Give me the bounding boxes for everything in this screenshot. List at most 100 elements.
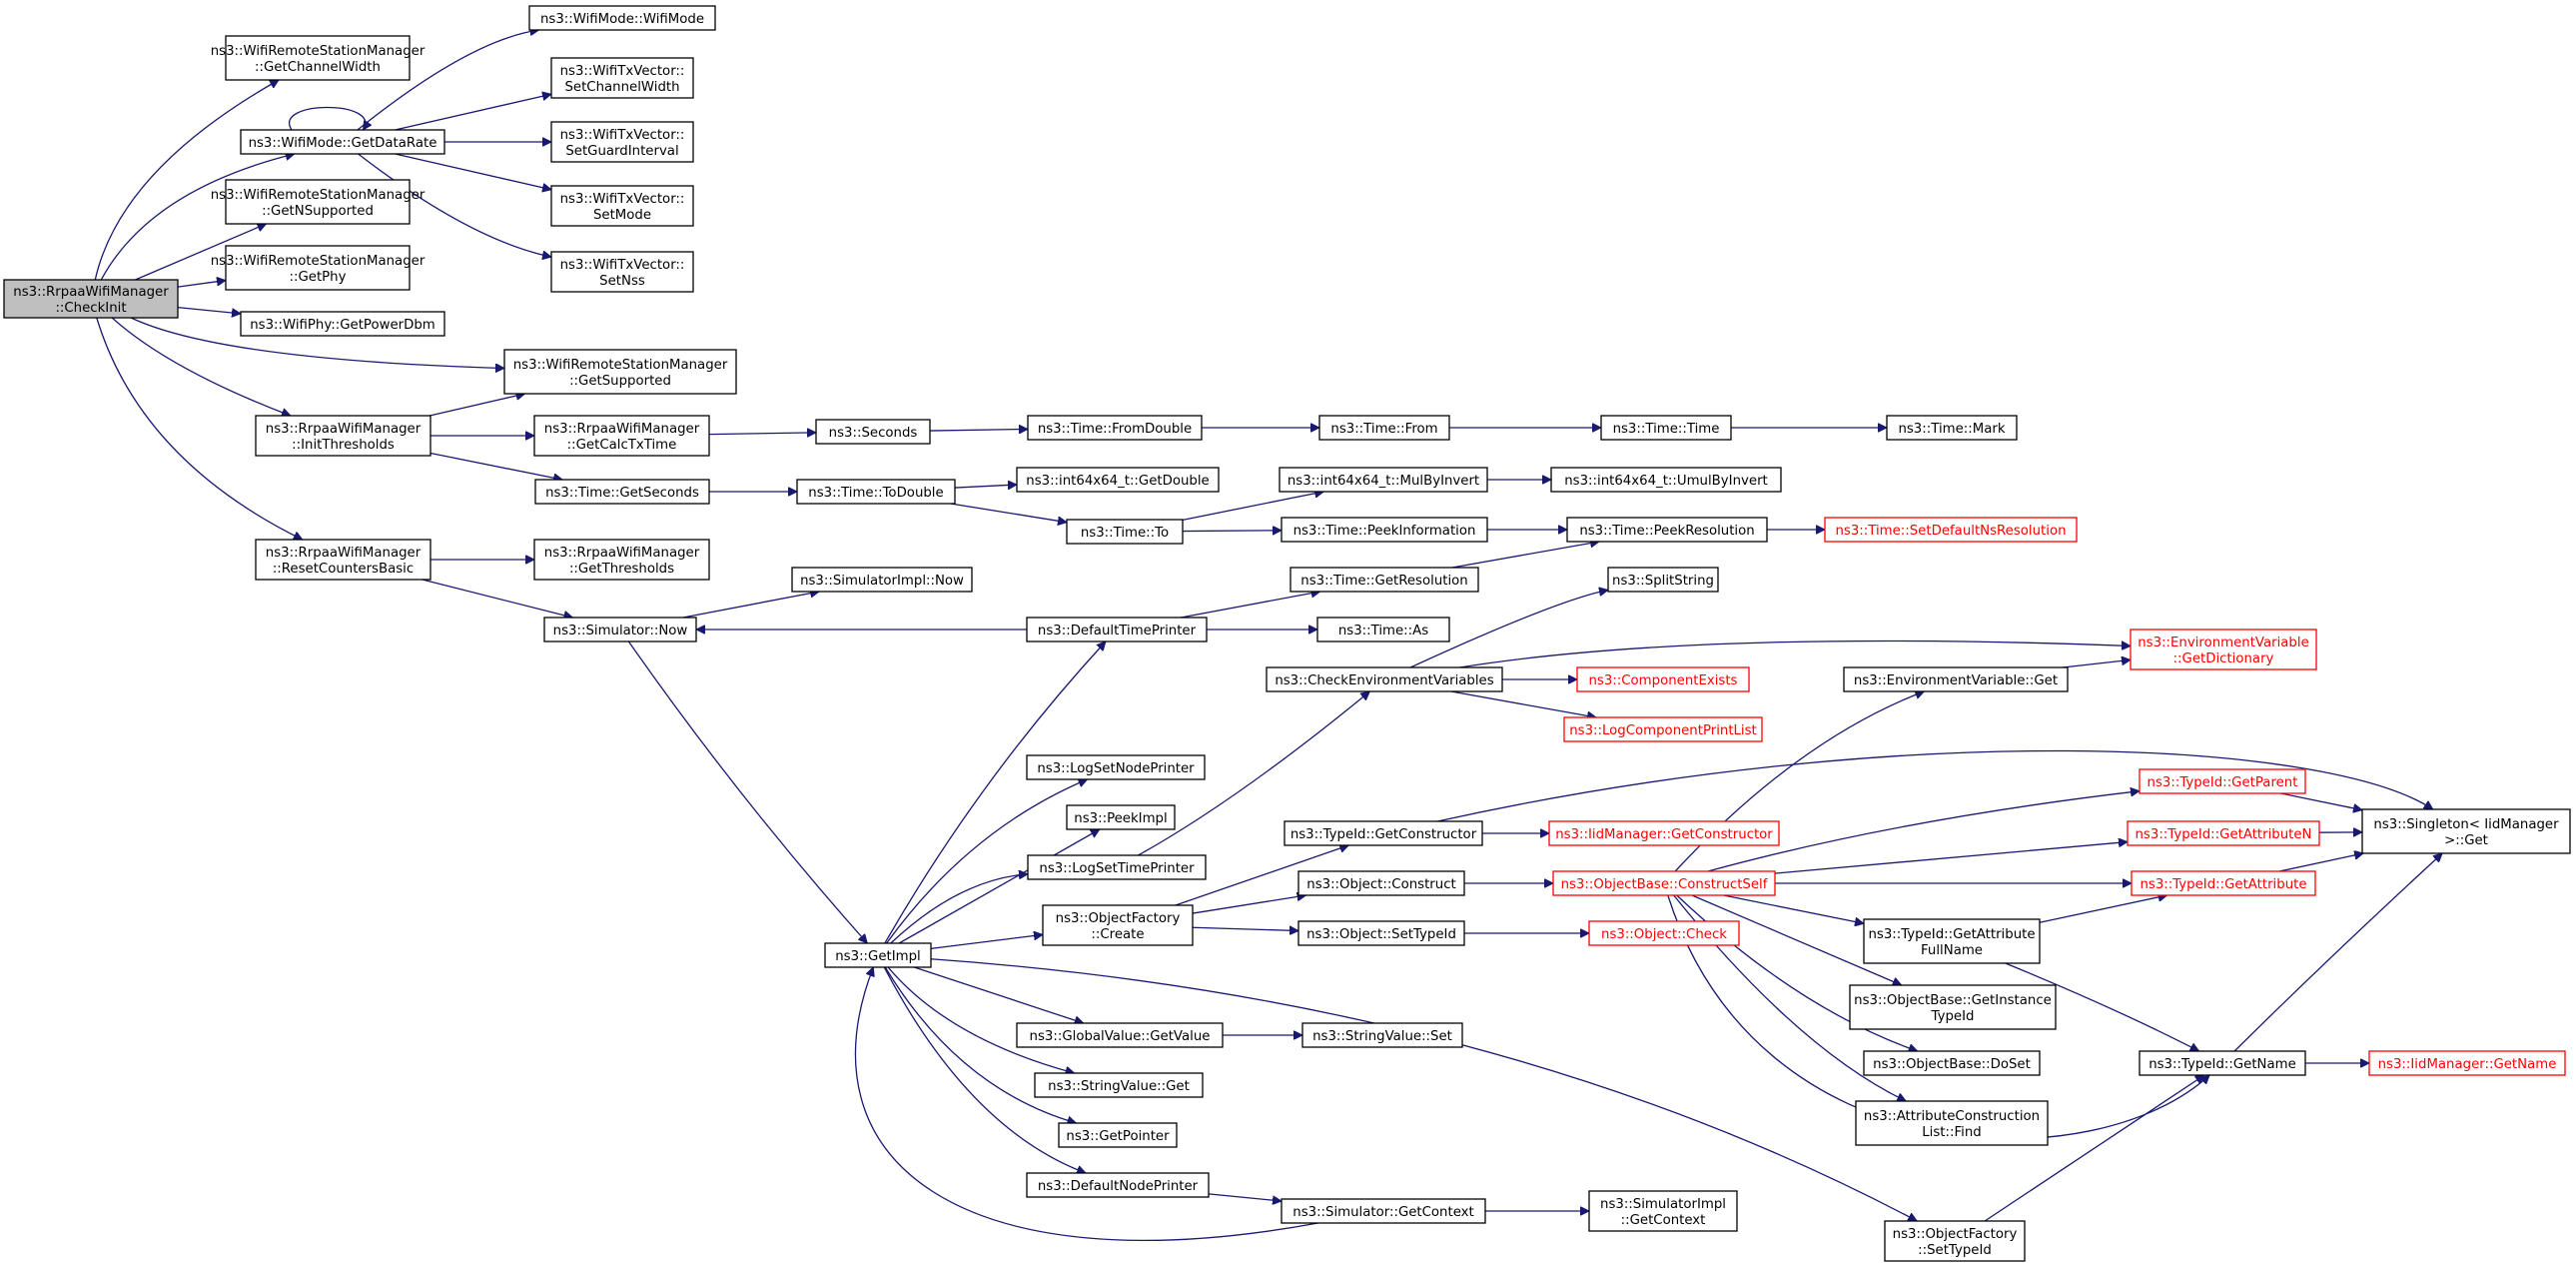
node-box xyxy=(3,279,179,319)
edge-n39-n57 xyxy=(1192,927,1298,930)
node-n23[interactable]: ns3::Time::To xyxy=(1066,519,1184,545)
node-n51[interactable]: ns3::EnvironmentVariable::GetDictionary xyxy=(2130,629,2317,670)
node-n50[interactable]: ns3::LogComponentPrintList xyxy=(1563,716,1763,742)
node-n12[interactable]: ns3::WifiTxVector::SetMode xyxy=(550,185,694,227)
node-n9[interactable]: ns3::WifiMode::WifiMode xyxy=(528,5,716,31)
node-n61[interactable]: ns3::TypeId::GetAttributeN xyxy=(2127,820,2320,846)
node-n68[interactable]: ns3::TypeId::GetName xyxy=(2139,1050,2306,1076)
node-n58[interactable]: ns3::Object::Check xyxy=(1588,920,1740,946)
edge-n23-n24 xyxy=(1182,492,1323,521)
node-n14[interactable]: ns3::RrpaaWifiManager::GetCalcTxTime xyxy=(533,415,710,457)
node-n69[interactable]: ns3::IidManager::GetName xyxy=(2368,1050,2566,1076)
node-label: ns3::ObjectBase::GetInstance xyxy=(1854,993,2052,1008)
node-label: ns3::RrpaaWifiManager xyxy=(266,422,422,437)
node-box xyxy=(528,5,716,31)
node-n18[interactable]: ns3::Time::From xyxy=(1318,415,1450,441)
node-n45[interactable]: ns3::SimulatorImpl::GetContext xyxy=(1588,1190,1738,1232)
edge-n62-n63 xyxy=(2278,853,2363,872)
node-box xyxy=(1563,716,1763,742)
node-n11[interactable]: ns3::WifiTxVector::SetGuardInterval xyxy=(550,121,694,163)
node-n5[interactable]: ns3::WifiPhy::GetPowerDbm xyxy=(240,311,445,337)
node-box xyxy=(1301,1022,1463,1048)
node-n22[interactable]: ns3::int64x64_t::GetDouble xyxy=(1016,467,1220,493)
edge-n0-n8 xyxy=(96,317,303,541)
node-n62[interactable]: ns3::TypeId::GetAttribute xyxy=(2131,870,2316,896)
node-n15[interactable]: ns3::Time::GetSeconds xyxy=(534,479,710,505)
node-n36[interactable]: ns3::LogSetNodePrinter xyxy=(1026,754,1206,780)
node-label: ns3::TypeId::GetAttribute xyxy=(2140,877,2306,892)
node-n56[interactable]: ns3::ObjectBase::ConstructSelf xyxy=(1552,870,1776,896)
node-label: ns3::RrpaaWifiManager xyxy=(13,285,169,300)
node-n34[interactable]: ns3::Time::As xyxy=(1316,617,1450,642)
node-n25[interactable]: ns3::int64x64_t::UmulByInvert xyxy=(1550,467,1782,493)
node-box xyxy=(2361,808,2571,854)
node-n59[interactable]: ns3::StringValue::Set xyxy=(1301,1022,1463,1048)
node-n6[interactable]: ns3::WifiRemoteStationManager::GetSuppor… xyxy=(503,349,737,395)
node-n28[interactable]: ns3::Time::SetDefaultNsResolution xyxy=(1824,517,2078,543)
node-n40[interactable]: ns3::GlobalValue::GetValue xyxy=(1016,1022,1224,1048)
node-n53[interactable]: ns3::TypeId::GetConstructor xyxy=(1284,820,1483,846)
node-n2[interactable]: ns3::WifiMode::GetDataRate xyxy=(240,129,445,155)
node-n32[interactable]: ns3::DefaultTimePrinter xyxy=(1026,617,1208,642)
node-n52[interactable]: ns3::EnvironmentVariable::Get xyxy=(1843,666,2069,692)
node-n47[interactable]: ns3::SplitString xyxy=(1607,567,1719,593)
node-n66[interactable]: ns3::ObjectBase::DoSet xyxy=(1863,1050,2041,1076)
node-label: ns3::LogSetTimePrinter xyxy=(1039,861,1195,876)
edge-n0-n3 xyxy=(135,224,266,281)
node-label: ns3::ObjectBase::DoSet xyxy=(1873,1057,2031,1072)
node-n46[interactable]: ns3::ObjectFactory::SetTypeId xyxy=(1884,1220,2026,1262)
node-n42[interactable]: ns3::GetPointer xyxy=(1058,1122,1178,1148)
node-n10[interactable]: ns3::WifiTxVector::SetChannelWidth xyxy=(550,57,694,99)
edge-n0-n2 xyxy=(100,154,294,281)
node-n44[interactable]: ns3::Simulator::GetContext xyxy=(1281,1198,1486,1224)
node-box xyxy=(1026,754,1206,780)
node-box xyxy=(1884,1220,2026,1262)
node-n39[interactable]: ns3::ObjectFactory::Create xyxy=(1042,904,1194,946)
node-box xyxy=(225,245,411,291)
node-n31[interactable]: ns3::SimulatorImpl::Now xyxy=(791,567,973,593)
node-n7[interactable]: ns3::RrpaaWifiManager::InitThresholds xyxy=(255,415,431,457)
node-n3[interactable]: ns3::WifiRemoteStationManager::GetNSuppo… xyxy=(211,179,426,225)
node-n8[interactable]: ns3::RrpaaWifiManager::ResetCountersBasi… xyxy=(255,539,431,581)
node-n41[interactable]: ns3::StringValue::Get xyxy=(1034,1072,1204,1098)
node-n29[interactable]: ns3::RrpaaWifiManager::GetThresholds xyxy=(533,539,710,581)
node-label: ns3::StringValue::Get xyxy=(1048,1079,1190,1094)
node-n13[interactable]: ns3::WifiTxVector::SetNss xyxy=(550,251,694,293)
node-n16[interactable]: ns3::Seconds xyxy=(815,419,931,445)
node-n19[interactable]: ns3::Time::Time xyxy=(1600,415,1732,441)
node-n0[interactable]: ns3::RrpaaWifiManager::CheckInit xyxy=(3,279,179,319)
node-box xyxy=(1026,617,1208,642)
node-label: ns3::WifiTxVector:: xyxy=(560,64,685,79)
node-label: ::GetNSupported xyxy=(262,204,374,219)
node-n4[interactable]: ns3::WifiRemoteStationManager::GetPhy xyxy=(211,245,426,291)
node-n54[interactable]: ns3::IidManager::GetConstructor xyxy=(1548,820,1780,846)
node-label: List::Find xyxy=(1922,1125,1981,1140)
node-n20[interactable]: ns3::Time::Mark xyxy=(1886,415,2018,441)
node-n48[interactable]: ns3::CheckEnvironmentVariables xyxy=(1266,666,1503,692)
node-label: ns3::StringValue::Set xyxy=(1312,1029,1452,1044)
node-n63[interactable]: ns3::Singleton< IidManager>::Get xyxy=(2361,808,2571,854)
node-n21[interactable]: ns3::Time::ToDouble xyxy=(796,479,956,505)
node-n26[interactable]: ns3::Time::PeekInformation xyxy=(1281,517,1488,543)
node-n60[interactable]: ns3::TypeId::GetParent xyxy=(2139,768,2306,794)
node-box xyxy=(1042,904,1194,946)
node-n30[interactable]: ns3::Simulator::Now xyxy=(543,617,697,642)
node-n24[interactable]: ns3::int64x64_t::MulByInvert xyxy=(1279,467,1488,493)
node-n49[interactable]: ns3::ComponentExists xyxy=(1576,666,1750,692)
node-n1[interactable]: ns3::WifiRemoteStationManager::GetChanne… xyxy=(211,35,426,81)
node-n37[interactable]: ns3::PeekImpl xyxy=(1066,804,1176,830)
node-label: ns3::ComponentExists xyxy=(1588,673,1737,688)
node-n17[interactable]: ns3::Time::FromDouble xyxy=(1027,415,1203,441)
node-n35[interactable]: ns3::GetImpl xyxy=(824,942,932,968)
node-label: ns3::IidManager::GetConstructor xyxy=(1555,827,1773,842)
node-n38[interactable]: ns3::LogSetTimePrinter xyxy=(1027,854,1207,880)
node-n55[interactable]: ns3::Object::Construct xyxy=(1297,870,1465,896)
node-n43[interactable]: ns3::DefaultNodePrinter xyxy=(1026,1172,1210,1198)
node-n33[interactable]: ns3::Time::GetResolution xyxy=(1289,567,1479,593)
node-n57[interactable]: ns3::Object::SetTypeId xyxy=(1297,920,1465,946)
edge-n14-n16 xyxy=(708,433,816,435)
node-n27[interactable]: ns3::Time::PeekResolution xyxy=(1566,517,1768,543)
